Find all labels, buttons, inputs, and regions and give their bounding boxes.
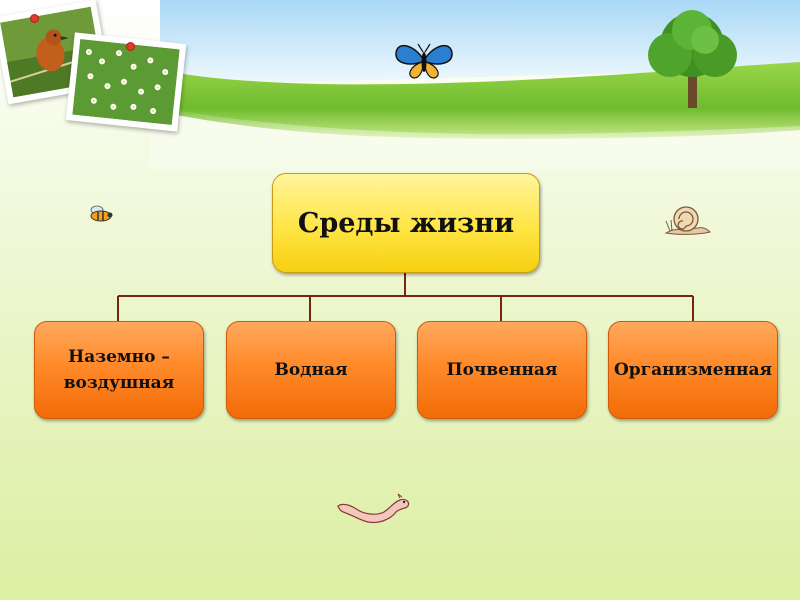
root-node-label: Среды жизни xyxy=(297,207,515,239)
node-label: Наземно – воздушная xyxy=(63,347,175,393)
node-organism: Организменная xyxy=(608,321,778,419)
pin-icon xyxy=(127,43,134,50)
node-soil: Почвенная xyxy=(417,321,587,419)
weasel-icon xyxy=(337,493,410,524)
snail-icon xyxy=(664,206,711,235)
butterfly-icon xyxy=(395,43,453,79)
node-label: Водная xyxy=(274,360,348,380)
pin-icon xyxy=(31,15,38,22)
node-label: Организменная xyxy=(613,360,773,380)
tree-icon xyxy=(648,10,737,108)
daisies-photo xyxy=(65,32,187,132)
node-label: Почвенная xyxy=(446,360,558,380)
header-landscape xyxy=(150,0,800,170)
root-node: Среды жизни xyxy=(272,173,540,273)
node-terrestrial-air: Наземно – воздушная xyxy=(34,321,204,419)
node-aquatic: Водная xyxy=(226,321,396,419)
bee-icon xyxy=(90,205,113,222)
